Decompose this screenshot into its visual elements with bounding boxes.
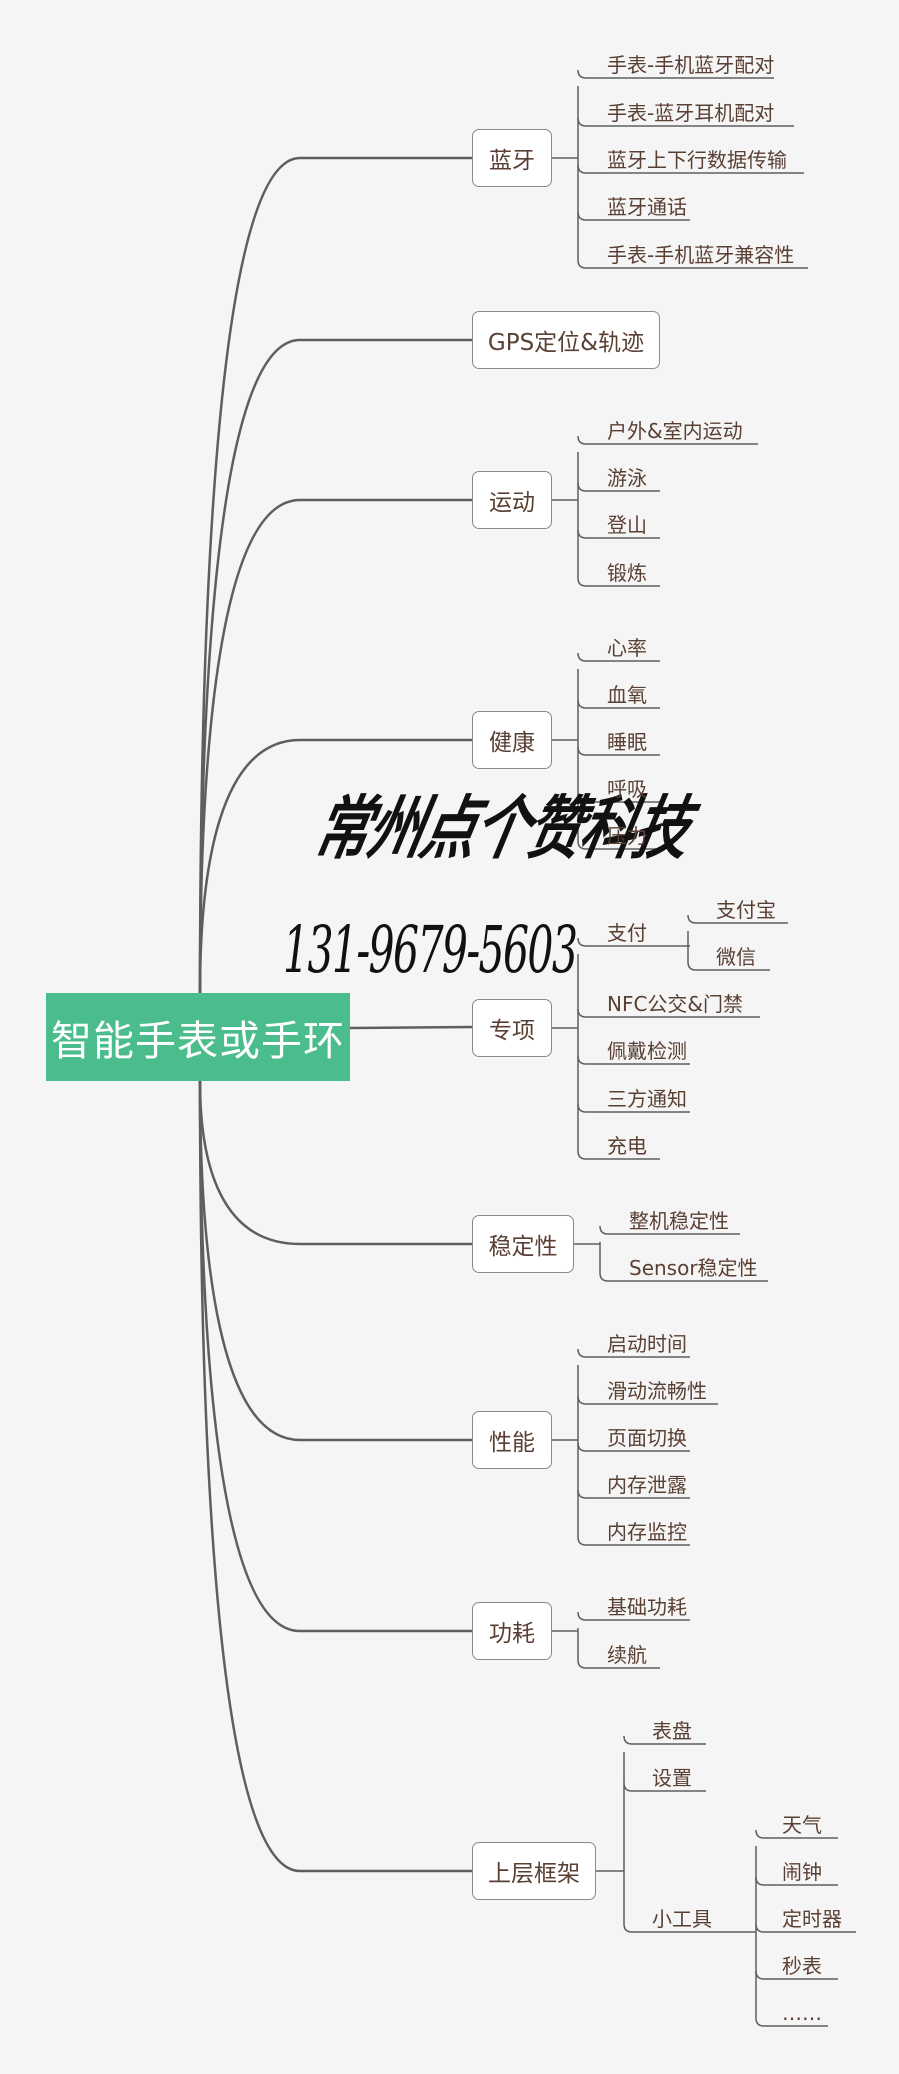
bt-leaf-0 xyxy=(577,69,774,79)
health-leaf-1 xyxy=(577,699,660,709)
bt-leaf-2 xyxy=(577,164,804,174)
perf-leaf-1 xyxy=(577,1395,718,1405)
leaf-special-wear: 佩戴检测 xyxy=(607,1039,687,1063)
leaf-perf-monitor: 内存监控 xyxy=(607,1520,687,1544)
tools-leaf-2 xyxy=(755,1923,856,1933)
health-leaf-2 xyxy=(577,746,660,756)
leaf-pay-alipay: 支付宝 xyxy=(716,898,776,922)
special-leaf-3 xyxy=(577,1103,690,1113)
power-leaf-1 xyxy=(577,1659,660,1669)
leaf-stab-system: 整机稳定性 xyxy=(629,1209,729,1233)
perf-leaf-0 xyxy=(577,1348,690,1358)
root-link-4 xyxy=(349,1025,473,1030)
sport-leaf-3 xyxy=(577,577,660,587)
branch-bluetooth: 蓝牙 xyxy=(472,129,552,187)
root-node: 智能手表或手环 xyxy=(46,993,350,1081)
leaf-health-spo2: 血氧 xyxy=(607,683,647,707)
leaf-health-stress: 压力 xyxy=(607,824,647,848)
leaf-perf-leak: 内存泄露 xyxy=(607,1473,687,1497)
leaf-special-nfc: NFC公交&门禁 xyxy=(607,992,744,1016)
stab-leaf-1 xyxy=(599,1272,768,1282)
leaf-sport-swim: 游泳 xyxy=(607,466,647,490)
health-leaf-4 xyxy=(577,840,660,850)
branch-special: 专项 xyxy=(472,999,552,1057)
leaf-bt-data: 蓝牙上下行数据传输 xyxy=(607,148,787,172)
root-link-3 xyxy=(198,738,472,994)
root-link-7 xyxy=(198,1080,472,1633)
leaf-sport-outdoor: 户外&室内运动 xyxy=(607,419,743,443)
leaf-fw-watchface: 表盘 xyxy=(652,1719,692,1743)
watermark-phone: 131-9679-5603 xyxy=(283,912,578,988)
leaf-tool-more: …… xyxy=(782,2001,822,2025)
sport-leaf-2 xyxy=(577,529,660,539)
leaf-bt-earphone: 手表-蓝牙耳机配对 xyxy=(607,101,775,125)
leaf-sport-climb: 登山 xyxy=(607,513,647,537)
leaf-special-pay: 支付 xyxy=(607,921,647,945)
perf-leaf-4 xyxy=(577,1536,690,1546)
leaf-health-heart: 心率 xyxy=(607,636,647,660)
branch-performance: 性能 xyxy=(472,1411,552,1469)
root-link-1 xyxy=(198,338,472,994)
bt-leaf-1 xyxy=(577,117,794,127)
leaf-pay-wechat: 微信 xyxy=(716,945,756,969)
leaf-perf-switch: 页面切换 xyxy=(607,1426,687,1450)
special-leaf-2 xyxy=(577,1055,690,1065)
special-leaf-0 xyxy=(577,937,690,947)
leaf-power-battery: 续航 xyxy=(607,1643,647,1667)
branch-sport: 运动 xyxy=(472,471,552,529)
special-leaf-1 xyxy=(577,1008,760,1018)
root-link-5 xyxy=(198,1080,472,1246)
leaf-fw-settings: 设置 xyxy=(652,1766,692,1790)
root-link-6 xyxy=(198,1080,472,1442)
root-link-2 xyxy=(198,498,472,994)
branch-stability: 稳定性 xyxy=(472,1215,574,1273)
leaf-fw-widgets: 小工具 xyxy=(652,1907,712,1931)
tools-leaf-3 xyxy=(755,1970,838,1980)
fw-leaf-2 xyxy=(623,1923,756,1933)
bt-leaf-4 xyxy=(577,259,808,269)
fw-leaf-1 xyxy=(623,1782,706,1792)
leaf-special-charge: 充电 xyxy=(607,1134,647,1158)
sport-leaf-1 xyxy=(577,482,660,492)
root-link-8 xyxy=(198,1080,472,1873)
leaf-tool-alarm: 闹钟 xyxy=(782,1860,822,1884)
branch-health: 健康 xyxy=(472,711,552,769)
leaf-tool-weather: 天气 xyxy=(782,1813,822,1837)
leaf-perf-scroll: 滑动流畅性 xyxy=(607,1379,707,1403)
health-leaf-3 xyxy=(577,793,660,803)
stab-leaf-0 xyxy=(599,1225,740,1235)
branch-framework: 上层框架 xyxy=(472,1842,596,1900)
leaf-bt-compat: 手表-手机蓝牙兼容性 xyxy=(607,243,795,267)
leaf-power-base: 基础功耗 xyxy=(607,1595,687,1619)
special-leaf-4 xyxy=(577,1150,660,1160)
tools-leaf-1 xyxy=(755,1876,838,1886)
leaf-tool-stopwatch: 秒表 xyxy=(782,1954,822,1978)
branch-gps: GPS定位&轨迹 xyxy=(472,311,660,369)
leaf-sport-train: 锻炼 xyxy=(607,561,647,585)
leaf-perf-start: 启动时间 xyxy=(607,1332,687,1356)
leaf-bt-pairing: 手表-手机蓝牙配对 xyxy=(607,53,775,77)
leaf-health-breath: 呼吸 xyxy=(607,777,647,801)
branch-power: 功耗 xyxy=(472,1602,552,1660)
leaf-health-sleep: 睡眠 xyxy=(607,730,647,754)
tools-leaf-0 xyxy=(755,1829,838,1839)
bt-leaf-3 xyxy=(577,211,690,221)
perf-leaf-3 xyxy=(577,1489,690,1499)
pay-leaf-1 xyxy=(687,961,770,971)
leaf-stab-sensor: Sensor稳定性 xyxy=(629,1256,758,1280)
power-leaf-0 xyxy=(577,1611,690,1621)
tools-leaf-4 xyxy=(755,2017,828,2027)
pay-leaf-0 xyxy=(687,914,788,924)
sport-leaf-0 xyxy=(577,435,758,445)
health-leaf-0 xyxy=(577,652,660,662)
perf-leaf-2 xyxy=(577,1442,690,1452)
leaf-tool-timer: 定时器 xyxy=(782,1907,842,1931)
leaf-special-notify: 三方通知 xyxy=(607,1087,687,1111)
leaf-bt-call: 蓝牙通话 xyxy=(607,195,687,219)
fw-leaf-0 xyxy=(623,1735,706,1745)
